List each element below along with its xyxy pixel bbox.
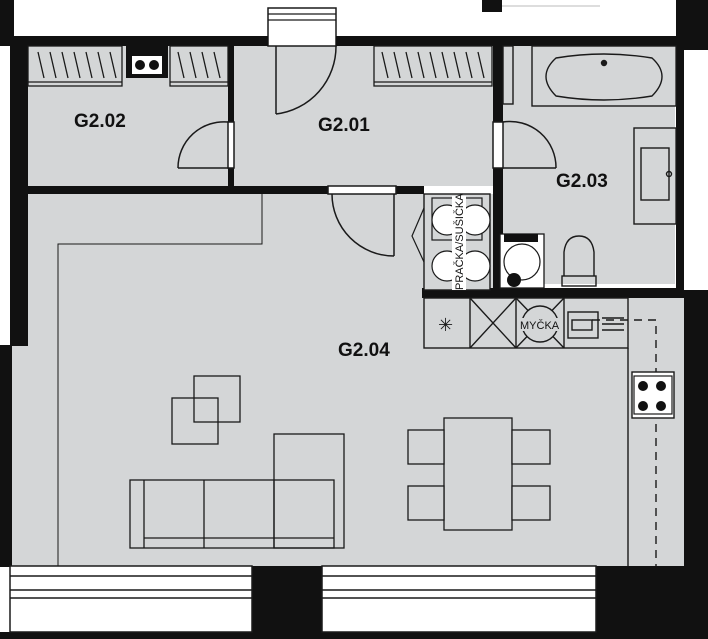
floor-areas (10, 46, 684, 566)
dishwasher-label: MYČKA (520, 319, 560, 332)
hob-burner-4 (656, 401, 666, 411)
wall-left-upper (10, 36, 28, 346)
window-right (321, 565, 597, 633)
wardrobe-g2-01 (373, 45, 493, 87)
door-g202-frame (227, 121, 235, 169)
wall-top (14, 36, 268, 46)
coffee-table-2 (171, 397, 219, 445)
wall-left-lower (0, 345, 12, 567)
living-rug-outline (57, 194, 263, 566)
chair-right-bottom (511, 485, 551, 521)
coffee-table-1 (193, 375, 241, 423)
coffee-tables (171, 375, 241, 445)
boiler-top (504, 234, 538, 242)
room-label-g2-03: G2.03 (556, 171, 608, 192)
wall-top-mid (336, 36, 676, 46)
toilet-tank (561, 275, 597, 287)
wall-h-rooms (28, 186, 328, 194)
washbasin-tap (665, 170, 673, 178)
wardrobe-left-hangers (37, 51, 117, 79)
wall-bottom-left (252, 566, 322, 639)
wall-bottom-strip (0, 632, 708, 639)
sink-drainer (602, 317, 624, 331)
door-g201-swing (331, 193, 395, 257)
doors (177, 45, 557, 257)
cooktop-small-burner-2 (149, 60, 159, 70)
washer-dryer: PRAČKA/SUŠIČKA (411, 193, 491, 291)
cabinet-cross-1 (469, 297, 517, 349)
hob-burner-2 (656, 381, 666, 391)
room-label-g2-02: G2.02 (74, 111, 126, 132)
window-left (9, 565, 253, 633)
washer-dryer-label: PRAČKA/SUŠIČKA (453, 193, 466, 290)
wall-v-g202-g201-low (228, 168, 234, 194)
upper-cabinet-lines (592, 319, 657, 566)
cooktop-small-burner-1 (135, 60, 145, 70)
door-g203-swing (502, 120, 557, 169)
sink-tap-shape (571, 319, 593, 331)
wall-v-g201-g203-low (493, 168, 503, 296)
bathtub-drain (600, 59, 608, 67)
hob-burner-1 (638, 381, 648, 391)
wall-v-g202-g201 (228, 46, 234, 122)
door-g202-swing (177, 121, 229, 169)
washbasin-counter (633, 127, 677, 225)
wardrobe-left (27, 45, 123, 87)
bathroom-fixtures (502, 45, 677, 287)
boiler-core (507, 273, 521, 287)
sofa (129, 433, 345, 549)
toilet-bowl (563, 235, 595, 276)
wardrobe-g201 (373, 45, 493, 87)
door-g201-frame (327, 185, 397, 195)
wall-v-g201-g203 (493, 46, 503, 122)
sink-basin (567, 311, 599, 339)
washer-door-swing (411, 207, 425, 263)
door-g203-frame (492, 121, 504, 169)
hob-burner-3 (638, 401, 648, 411)
wardrobe-right-hangers (177, 51, 221, 79)
chair-left-bottom (407, 485, 445, 521)
kitchen-counter: ✳ MYČKA (423, 297, 629, 349)
chair-left-top (407, 429, 445, 465)
snowflake-icon: ✳ (438, 315, 453, 336)
windows-bottom (9, 565, 597, 633)
washer-label-band (452, 196, 466, 290)
sofa-body (129, 479, 335, 549)
wardrobe-right (169, 45, 229, 87)
dining-set (407, 417, 551, 531)
walls (0, 36, 708, 639)
exterior-top (0, 0, 708, 50)
dining-table (443, 417, 513, 531)
wall-right (676, 36, 684, 294)
floor-room-g2-04 (10, 194, 684, 566)
upper-cabinet-path (592, 319, 657, 566)
kitchen-hob (631, 371, 675, 419)
bath-panel (502, 45, 514, 105)
wardrobe-g2-02 (27, 45, 229, 87)
washbasin-bowl (640, 147, 670, 201)
wall-h-rooms-2 (396, 186, 424, 194)
door-entrance-swing (275, 45, 337, 115)
chair-right-top (511, 429, 551, 465)
boiler (499, 233, 545, 289)
wall-bottom-right (596, 566, 708, 639)
dishwasher-label-box (518, 318, 562, 331)
boiler-outline (503, 243, 541, 281)
room-label-g2-01: G2.01 (318, 115, 370, 136)
room-label-g2-04: G2.04 (338, 340, 390, 361)
cooktop-small (126, 44, 168, 78)
bathtub-basin (545, 53, 663, 101)
top-wall-segment-right (482, 0, 502, 12)
wall-h-bath (422, 288, 684, 298)
wardrobe-g201-hangers (381, 51, 485, 79)
bathtub (531, 45, 677, 107)
top-wall-segment-left (0, 0, 14, 46)
